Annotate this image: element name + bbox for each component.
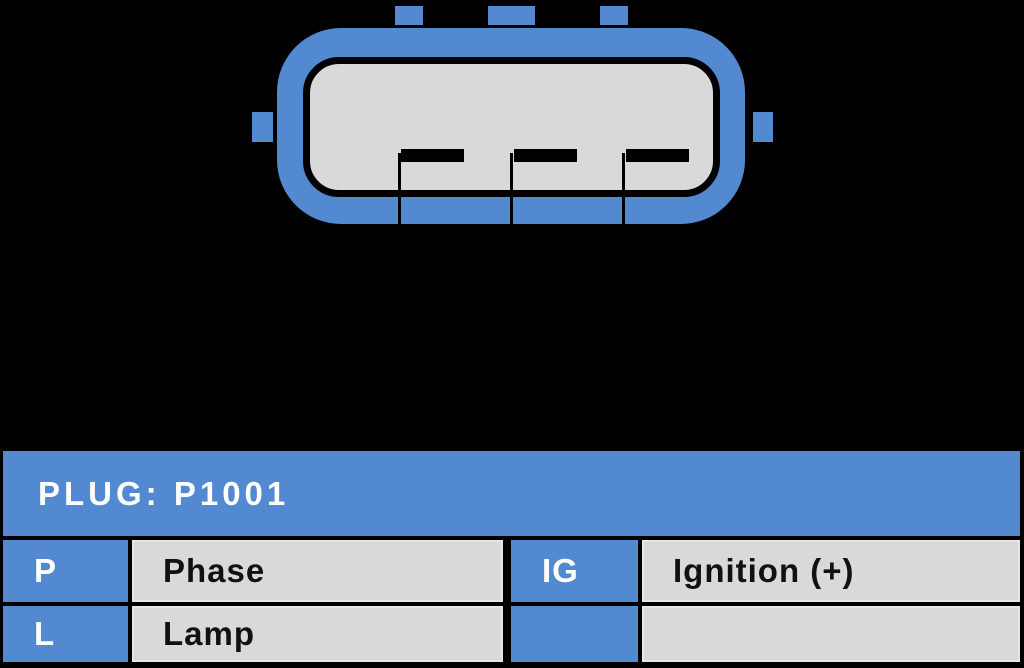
pin-slot-2 bbox=[514, 149, 577, 162]
connector-side-tab-right bbox=[753, 112, 773, 142]
connector-notch-line-2 bbox=[510, 153, 513, 224]
connector-notch-line-1 bbox=[398, 153, 401, 224]
plug-title-bar: PLUG: P1001 bbox=[3, 451, 1020, 536]
table-row: P Phase IG Ignition (+) bbox=[3, 540, 1020, 602]
plug-title: PLUG: P1001 bbox=[38, 474, 290, 512]
pinout-table: PLUG: P1001 P Phase IG Ignition (+) L La… bbox=[3, 451, 1020, 662]
pin-desc-phase: Phase bbox=[132, 540, 503, 602]
table-row: L Lamp bbox=[3, 606, 1020, 662]
connector-side-tab-left bbox=[252, 112, 273, 142]
pin-slot-3 bbox=[626, 149, 689, 162]
connector-top-tab-1 bbox=[395, 6, 423, 25]
connector-top-tab-3 bbox=[600, 6, 628, 25]
pin-label-p: P bbox=[3, 540, 128, 602]
pin-label-ig: IG bbox=[511, 540, 638, 602]
pin-desc-empty bbox=[642, 606, 1020, 662]
pin-label-empty bbox=[511, 606, 638, 662]
pin-desc-ignition: Ignition (+) bbox=[642, 540, 1020, 602]
connector-top-tab-2 bbox=[488, 6, 535, 25]
pin-slot-1 bbox=[401, 149, 464, 162]
pin-label-l: L bbox=[3, 606, 128, 662]
pin-desc-lamp: Lamp bbox=[132, 606, 503, 662]
connector-housing bbox=[277, 28, 745, 224]
connector-notch-line-3 bbox=[622, 153, 625, 224]
